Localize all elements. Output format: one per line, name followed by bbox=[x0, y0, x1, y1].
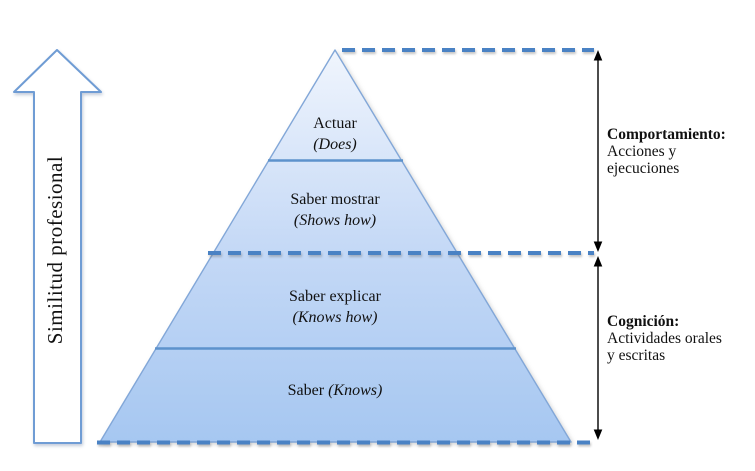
pyramid-level-saber: Saber (Knows) bbox=[235, 380, 435, 401]
bracket-cognicion bbox=[593, 256, 603, 440]
level-title: Saber bbox=[287, 382, 325, 399]
pyramid-level-actuar: Actuar (Does) bbox=[235, 113, 435, 155]
bracket-bottom-arrow-icon bbox=[593, 429, 603, 440]
bracket-top-arrow-down-icon bbox=[593, 241, 603, 252]
level-subtitle: (Does) bbox=[313, 136, 357, 153]
annotation-line: Acciones y bbox=[607, 143, 677, 160]
level-title: Actuar bbox=[313, 115, 357, 132]
level-subtitle: (Shows how) bbox=[293, 212, 377, 229]
annotation-comportamiento: Comportamiento: Acciones y ejecuciones bbox=[607, 126, 755, 177]
annotation-heading: Comportamiento: bbox=[607, 126, 726, 143]
level-title: Saber explicar bbox=[289, 288, 381, 305]
annotation-heading: Cognición: bbox=[607, 313, 680, 330]
bracket-comportamiento bbox=[593, 50, 603, 252]
level-title: Saber mostrar bbox=[290, 191, 380, 208]
bracket-bottom-arrow-up-icon bbox=[593, 256, 603, 267]
annotation-line: y escritas bbox=[607, 347, 666, 364]
up-arrow-shape bbox=[13, 49, 102, 444]
level-subtitle: (Knows) bbox=[328, 382, 383, 399]
pyramid-level-saber-explicar: Saber explicar (Knows how) bbox=[235, 286, 435, 328]
level-subtitle: (Knows how) bbox=[292, 309, 378, 326]
annotation-line: ejecuciones bbox=[607, 160, 680, 177]
pyramid-level-saber-mostrar: Saber mostrar (Shows how) bbox=[235, 189, 435, 231]
annotation-cognicion: Cognición: Actividades orales y escritas bbox=[607, 313, 755, 364]
annotation-line: Actividades orales bbox=[607, 330, 722, 347]
pyramid-shape bbox=[99, 49, 572, 443]
similarity-axis-label: Similitud profesional bbox=[43, 155, 67, 345]
bracket-top-arrow-icon bbox=[593, 50, 603, 61]
